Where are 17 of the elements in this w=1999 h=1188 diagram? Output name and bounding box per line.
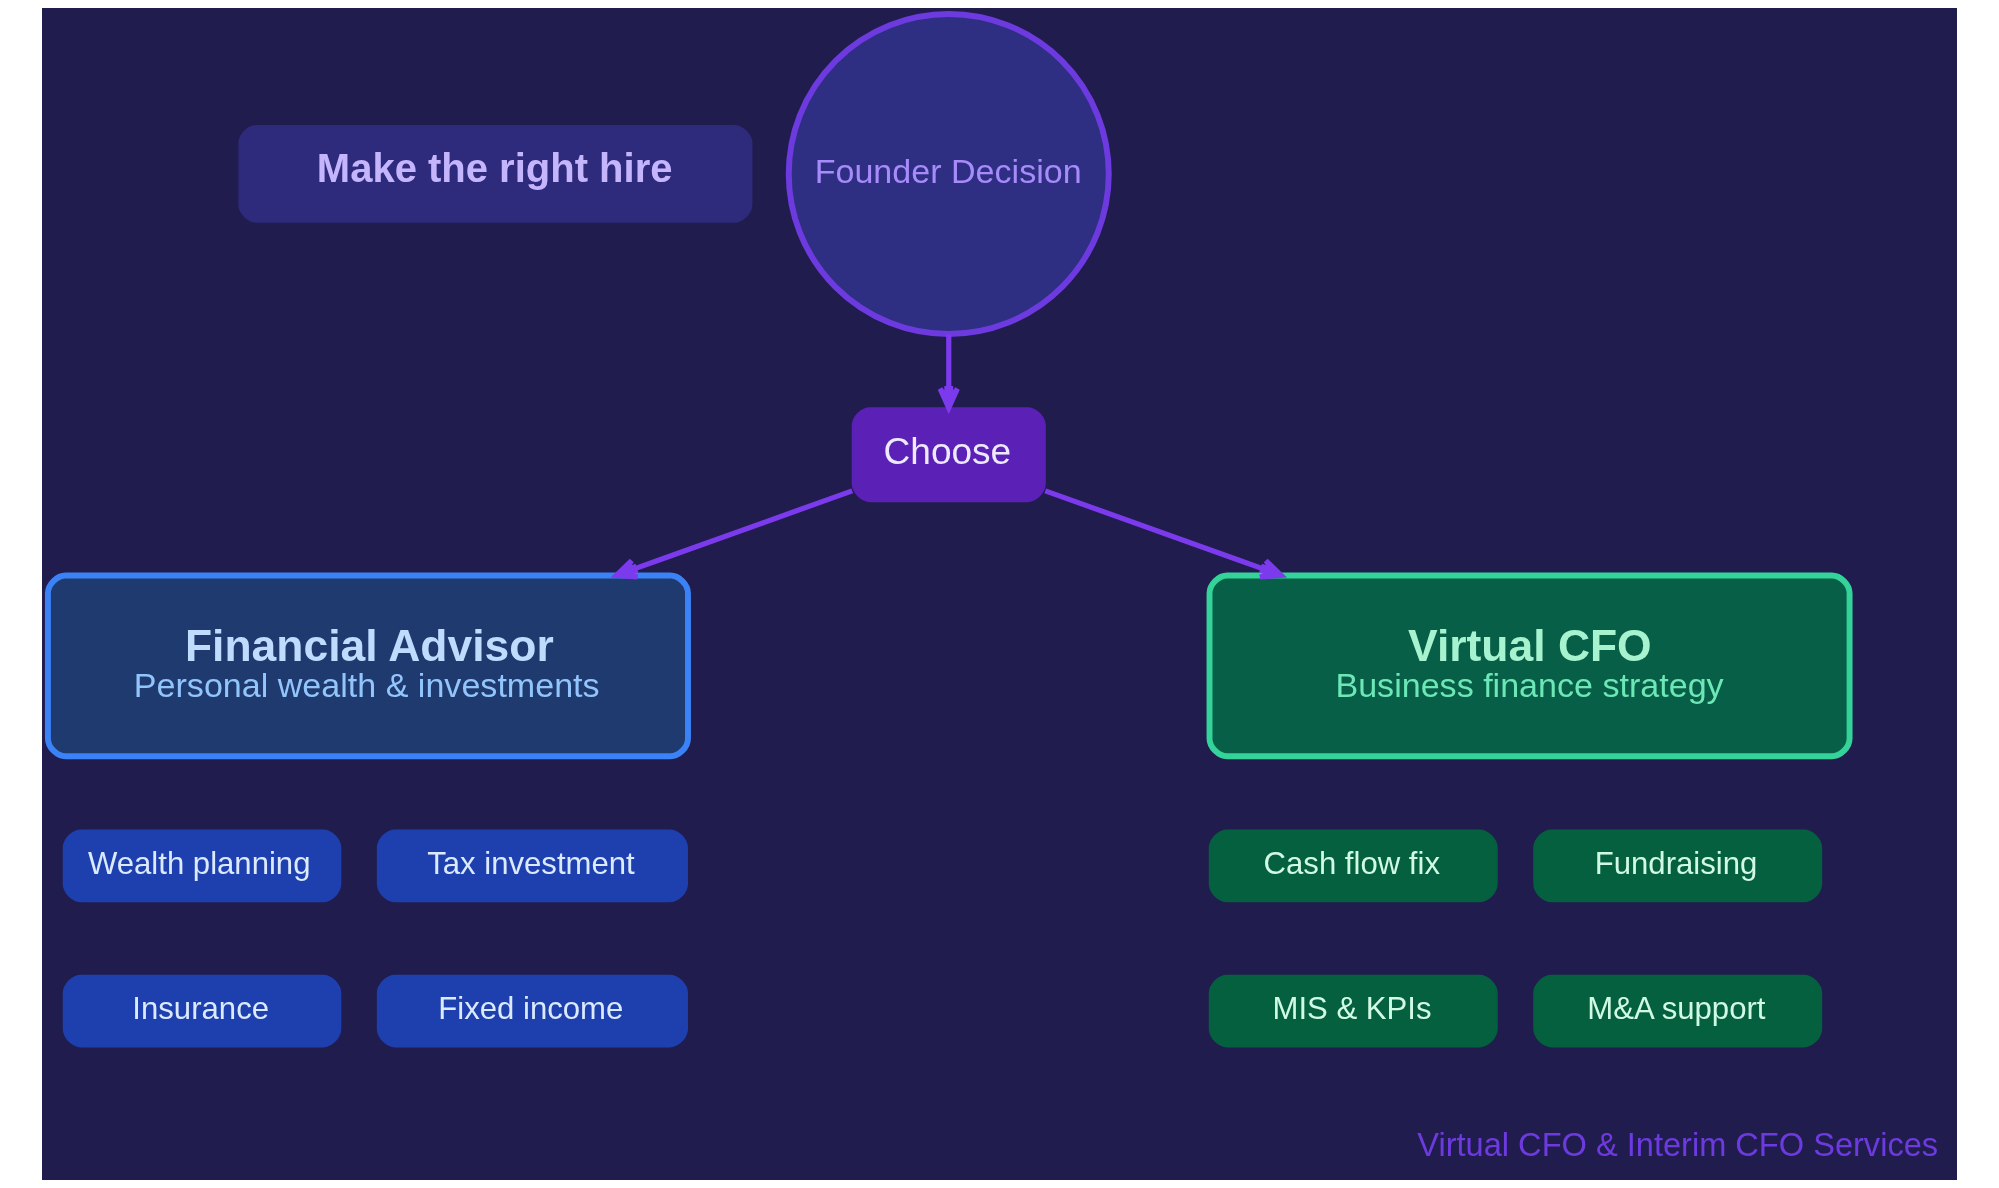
node-box: Fixed income <box>376 974 688 1048</box>
node-box: Insurance <box>62 974 342 1048</box>
node-box: Cash flow fix <box>1208 829 1498 903</box>
node-box: Financial Advisor Personal wealth & investments <box>44 572 691 760</box>
node-box: Make the right hire <box>238 125 753 223</box>
node-box: Virtual CFO Business finance strategy <box>1206 572 1853 760</box>
node-box: Fundraising <box>1533 829 1823 903</box>
arrow <box>1044 488 1284 580</box>
node-box: Tax investment <box>376 829 688 903</box>
node-box: Wealth planning <box>62 829 342 903</box>
node-box: Choose <box>851 407 1046 503</box>
arrow <box>937 334 960 411</box>
node-box: M&A support <box>1533 974 1823 1048</box>
arrow <box>613 488 854 580</box>
node-circle: Founder Decision <box>785 10 1112 337</box>
node-box: MIS & KPIs <box>1208 974 1498 1048</box>
label: Virtual CFO & Interim CFO Services <box>1417 1125 1939 1163</box>
